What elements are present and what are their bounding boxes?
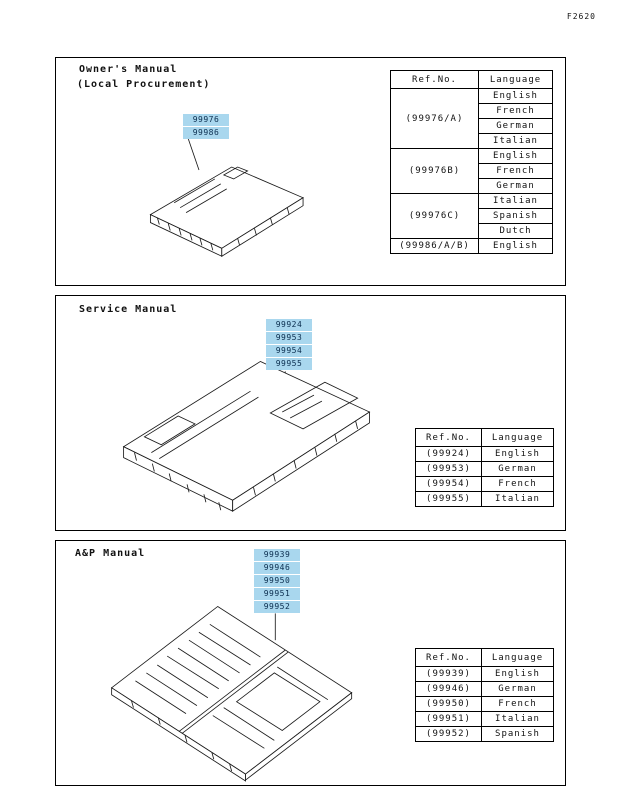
ref-no-cell: (99976C)	[390, 193, 479, 239]
ref-no-cell: (99950)	[415, 696, 482, 712]
language-cell: English	[481, 446, 554, 462]
ref-no-cell: (99939)	[415, 666, 482, 682]
part-number-callout[interactable]: 99924	[266, 319, 312, 331]
table-row: French	[391, 163, 553, 179]
language-cell: German	[478, 178, 553, 194]
table-row: (99953)German	[415, 461, 554, 477]
part-number-callout[interactable]: 99939	[254, 549, 300, 561]
language-cell: English	[478, 238, 553, 254]
table-row: French	[391, 103, 553, 119]
part-number-callout[interactable]: 99986	[183, 127, 229, 139]
language-cell: French	[481, 696, 554, 712]
table-row: (99976/A)English	[390, 88, 553, 149]
table-header-cell: Language	[481, 648, 554, 667]
ref-no-cell: (99976/A)	[390, 88, 479, 149]
ref-language-table: Ref.No.Language(99924)English(99953)Germ…	[415, 428, 554, 507]
manual-book-drawing	[122, 360, 371, 501]
part-number-callout[interactable]: 99952	[254, 601, 300, 613]
callout-leader-line	[187, 138, 200, 171]
language-cell: German	[478, 118, 553, 134]
language-cell: French	[481, 476, 554, 492]
ref-no-cell: (99946)	[415, 681, 482, 697]
language-cell: English	[481, 666, 554, 682]
part-number-callout[interactable]: 99955	[266, 358, 312, 370]
language-cell: Italian	[481, 711, 554, 727]
table-header-row: Ref.No.Language	[390, 70, 553, 89]
language-cell: English	[478, 148, 553, 164]
language-cell: Dutch	[478, 223, 553, 239]
part-number-callout[interactable]: 99951	[254, 588, 300, 600]
language-cell: Italian	[481, 491, 554, 507]
part-number-callout[interactable]: 99950	[254, 575, 300, 587]
table-row: (99946)German	[415, 681, 554, 697]
ref-no-cell: (99951)	[415, 711, 482, 727]
manual-book-drawing	[110, 605, 353, 775]
part-number-callout[interactable]: 99953	[266, 332, 312, 344]
table-row: Dutch	[391, 223, 553, 239]
table-header-row: Ref.No.Language	[415, 648, 554, 667]
table-row: (99939)English	[415, 666, 554, 682]
ref-no-cell: (99986/A/B)	[390, 238, 479, 254]
ref-no-cell: (99955)	[415, 491, 482, 507]
language-cell: French	[478, 103, 553, 119]
table-row: (99976C)Italian	[390, 193, 553, 239]
table-row: (99950)French	[415, 696, 554, 712]
language-cell: Italian	[478, 133, 553, 149]
ref-no-cell: (99976B)	[390, 148, 479, 194]
ref-no-cell: (99924)	[415, 446, 482, 462]
table-header-cell: Ref.No.	[415, 648, 482, 667]
table-row: (99952)Spanish	[415, 726, 554, 742]
language-cell: French	[478, 163, 553, 179]
part-number-callout[interactable]: 99954	[266, 345, 312, 357]
table-header-cell: Ref.No.	[415, 428, 482, 447]
table-header-cell: Language	[481, 428, 554, 447]
panel-subtitle: (Local Procurement)	[77, 79, 211, 90]
language-cell: German	[481, 461, 554, 477]
owner-manual-panel: Owner's Manual (Local Procurement) 99976…	[55, 57, 566, 286]
ref-no-cell: (99954)	[415, 476, 482, 492]
ref-language-table: Ref.No.Language(99939)English(99946)Germ…	[415, 648, 554, 742]
part-number-callout[interactable]: 99976	[183, 114, 229, 126]
panel-title: A&P Manual	[75, 548, 146, 559]
panel-title: Service Manual	[79, 304, 178, 315]
language-cell: Italian	[478, 193, 553, 209]
language-cell: Spanish	[481, 726, 554, 742]
panel-title: Owner's Manual	[79, 64, 178, 75]
table-row: Italian	[391, 133, 553, 149]
table-row: (99986/A/B)English	[390, 238, 553, 254]
part-number-callout[interactable]: 99946	[254, 562, 300, 574]
table-row: Spanish	[391, 208, 553, 224]
table-row: (99955)Italian	[415, 491, 554, 507]
language-cell: Spanish	[478, 208, 553, 224]
figure-code: F2620	[566, 12, 596, 21]
table-row: (99976B)English	[390, 148, 553, 194]
table-row: (99954)French	[415, 476, 554, 492]
ref-no-cell: (99953)	[415, 461, 482, 477]
table-row: (99924)English	[415, 446, 554, 462]
table-row: (99951)Italian	[415, 711, 554, 727]
manual-book-drawing	[149, 166, 304, 249]
table-header-row: Ref.No.Language	[415, 428, 554, 447]
ref-no-cell: (99952)	[415, 726, 482, 742]
table-header-cell: Ref.No.	[390, 70, 479, 89]
table-header-cell: Language	[478, 70, 553, 89]
language-cell: German	[481, 681, 554, 697]
language-cell: English	[478, 88, 553, 104]
